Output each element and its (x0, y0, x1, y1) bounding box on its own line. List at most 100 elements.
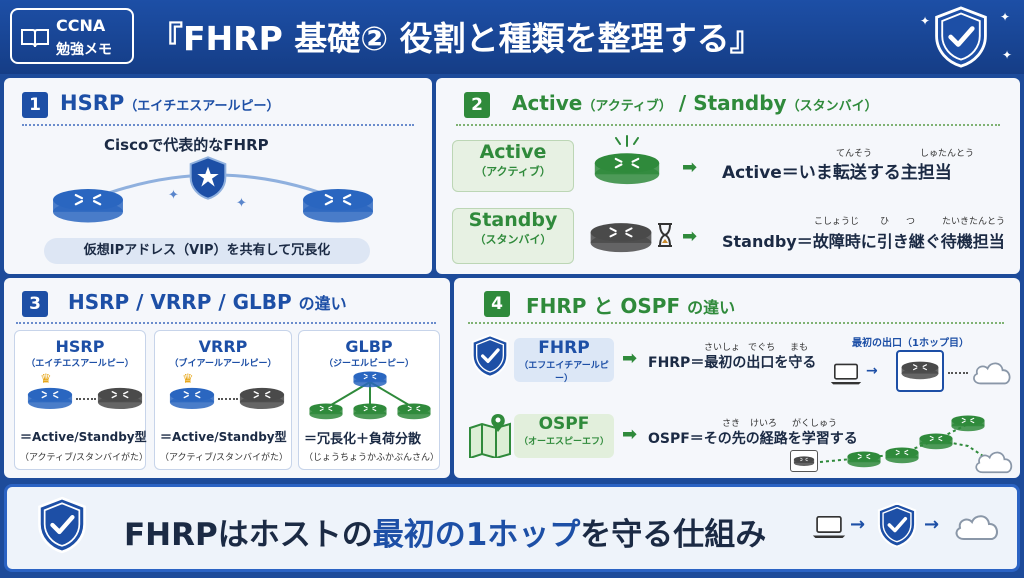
card-desc: ＝冗長化＋負荷分散 (304, 432, 422, 447)
link-line (948, 372, 968, 374)
vip-pill: 仮想IPアドレス（VIP）を共有して冗長化 (44, 238, 370, 264)
tag-title: OSPF (538, 414, 590, 434)
card-desc: ＝Active/Standby型 (160, 430, 287, 444)
standby-description: Standby＝故障時に引き継ぐ待機担当 (722, 228, 1005, 252)
map-pin-icon (469, 414, 511, 458)
title-slash: / (678, 91, 687, 115)
hourglass-icon (658, 223, 672, 247)
label-standby: Standby （スタンバイ） (452, 208, 574, 264)
title-main: HSRP (60, 91, 125, 115)
fhrp-description: FHRP＝最初の出口を守る (648, 355, 817, 371)
link-line (76, 398, 96, 400)
arrow-right-icon: → (850, 514, 866, 535)
divider (468, 322, 1004, 324)
router-icon (950, 414, 986, 432)
router-icon (96, 386, 144, 410)
ruby: たいきたんとう (942, 217, 1006, 227)
shield-check-icon (930, 6, 992, 68)
router-icon (900, 360, 940, 380)
router-icon (352, 402, 388, 420)
arrow-right-icon: ➡ (682, 226, 698, 247)
laptop-icon (812, 514, 846, 540)
router-icon (352, 370, 388, 388)
arrow-right-icon: → (924, 514, 940, 535)
router-icon (793, 455, 815, 467)
crown-icon: ♛ (182, 372, 194, 387)
router-icon (238, 386, 286, 410)
divider (16, 322, 436, 324)
crown-icon: ♛ (40, 372, 52, 387)
link-line (218, 398, 238, 400)
tag-reading: （エフエイチアールピー） (519, 361, 609, 384)
title-tail: の違い (687, 298, 736, 317)
first-hop-label: 最初の出口（1ホップ目） (852, 338, 969, 349)
ruby: がくしゅう (792, 419, 838, 429)
title-main: HSRP / VRRP / GLBP (68, 290, 292, 314)
desc-tail: 待機担当 (940, 232, 1005, 251)
desc-main: 故障時に引き継ぐ (812, 232, 941, 251)
router-icon (884, 446, 920, 464)
router-icon (26, 386, 74, 410)
summary-highlight: 最初の1ホップ (372, 517, 581, 553)
cloud-icon (970, 358, 1014, 386)
page-title: 『FHRP 基礎② 役割と種類を整理する』 (150, 19, 763, 58)
ccna-badge: CCNA 勉強メモ (10, 8, 134, 64)
ruby: こしょうじ (814, 217, 860, 227)
arrow-right-icon: ➡ (622, 348, 638, 369)
router-icon (50, 186, 126, 224)
card-glbp: GLBP （ジーエルビーピー） (298, 330, 440, 470)
title-sub: （スタンバイ） (786, 99, 878, 114)
ruby: てんそう (836, 149, 873, 159)
card-desc: ＝Active/Standby型 (20, 430, 147, 444)
tag-reading: （オーエスピーエフ） (518, 437, 609, 447)
title-active: Active (512, 91, 583, 115)
arrow-right-icon: ➡ (622, 424, 638, 445)
router-icon (918, 432, 954, 450)
arrow-right-icon: ➡ (682, 157, 698, 178)
arrow-right-icon: → (866, 363, 878, 379)
card-title: VRRP (198, 337, 248, 356)
title-main: FHRP と OSPF (526, 294, 681, 318)
active-description: Active＝いま転送する主担当 (722, 158, 952, 183)
section-number: 2 (464, 92, 490, 118)
hsrp-caption: Ciscoで代表的なFHRP (104, 136, 269, 154)
desc-lead: Standby＝ (722, 232, 813, 251)
ruby: まも (790, 343, 809, 353)
section-number: 3 (22, 291, 48, 317)
badge-line1: CCNA (56, 16, 106, 35)
desc-tail: する主担当 (866, 163, 952, 183)
divider (22, 124, 414, 126)
sparkle-icon: ✦ (1002, 48, 1013, 62)
header-bar (0, 0, 1024, 74)
label-main: Standby (468, 209, 558, 231)
section-title: Active（アクティブ） / Standby（スタンバイ） (512, 91, 878, 115)
title-sub: （アクティブ） (582, 99, 672, 114)
card-reading: （ブイアールアールピー） (169, 359, 277, 369)
router-icon (300, 186, 376, 224)
router-icon (396, 402, 432, 420)
shield-star-icon (189, 156, 227, 200)
sparkle-icon: ✦ (920, 14, 931, 28)
desc-lead: Active＝いま (722, 163, 833, 183)
summary-banner (4, 484, 1020, 572)
title-sub: （エイチエスアールピー） (124, 99, 280, 114)
card-reading: （ジーエルビーピー） (323, 359, 414, 369)
router-icon (588, 220, 654, 254)
sparkle-icon: ✦ (168, 188, 179, 203)
label-active: Active （アクティブ） (452, 140, 574, 192)
cloud-icon (972, 448, 1016, 474)
label-main: Active (479, 141, 547, 163)
section-number: 1 (22, 92, 48, 118)
ruby: でぐち (748, 343, 776, 353)
card-title: HSRP (55, 337, 105, 356)
summary-post: を守る仕組み (580, 517, 767, 553)
section-title: HSRP / VRRP / GLBP の違い (68, 290, 347, 314)
summary-text: FHRPはホストの最初の1ホップを守る仕組み (124, 509, 766, 554)
ruby: つ (906, 217, 916, 227)
tag-title: FHRP (538, 338, 590, 358)
ruby: さいしょ (704, 343, 741, 353)
tag-ospf: OSPF （オーエスピーエフ） (514, 414, 614, 458)
card-title: GLBP (345, 337, 393, 356)
desc-main: 転送 (832, 163, 867, 183)
shield-check-icon (876, 502, 918, 548)
